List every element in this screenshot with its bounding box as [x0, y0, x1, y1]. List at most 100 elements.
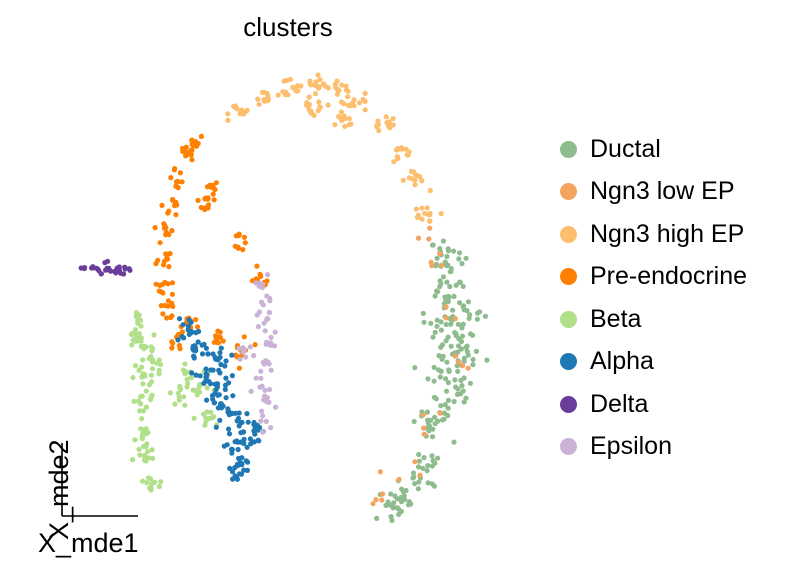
scatter-points — [78, 72, 490, 524]
point-beta — [136, 446, 142, 452]
point-pre-endocrine — [257, 272, 264, 278]
point-delta — [112, 269, 118, 275]
legend-item-epsilon: Epsilon — [560, 426, 747, 469]
point-alpha — [223, 375, 229, 381]
point-ductal — [434, 317, 440, 323]
point-beta — [146, 382, 152, 388]
point-alpha — [175, 337, 181, 343]
point-epsilon — [256, 309, 263, 315]
point-ductal — [438, 368, 444, 374]
point-alpha — [229, 373, 235, 379]
point-ductal — [451, 439, 457, 445]
point-pre-endocrine — [198, 133, 204, 139]
point-ngn3-high-ep — [406, 175, 412, 181]
point-ductal — [448, 266, 454, 272]
point-ngn3-high-ep — [234, 106, 240, 112]
point-alpha — [191, 355, 197, 361]
point-pre-endocrine — [183, 153, 189, 159]
point-beta — [202, 422, 208, 428]
point-delta — [90, 264, 96, 270]
point-beta — [131, 398, 137, 404]
point-beta — [196, 384, 202, 390]
point-ngn3-high-ep — [338, 109, 344, 115]
legend-label: Beta — [590, 304, 642, 333]
point-ngn3-high-ep — [400, 177, 406, 183]
point-epsilon — [253, 280, 259, 286]
point-ductal — [438, 281, 444, 287]
point-pre-endocrine — [164, 256, 171, 262]
point-ductal — [435, 455, 441, 461]
point-ductal — [463, 255, 469, 261]
point-alpha — [218, 361, 224, 368]
point-ductal — [424, 409, 430, 415]
point-pre-endocrine — [177, 170, 183, 176]
legend-swatch — [560, 183, 577, 201]
point-ngn3-high-ep — [394, 154, 400, 160]
point-alpha — [233, 410, 239, 416]
legend-item-delta: Delta — [560, 383, 747, 426]
point-ductal — [465, 352, 471, 358]
point-ductal — [455, 321, 461, 327]
point-ductal — [451, 293, 457, 299]
point-alpha — [217, 370, 223, 376]
point-pre-endocrine — [189, 157, 195, 163]
point-epsilon — [272, 329, 278, 335]
point-pre-endocrine — [165, 281, 171, 287]
point-alpha — [225, 406, 231, 412]
point-alpha — [204, 397, 210, 403]
point-alpha — [252, 431, 258, 437]
point-ductal — [438, 403, 444, 409]
point-ductal — [458, 338, 465, 345]
point-alpha — [212, 381, 218, 387]
point-ngn3-high-ep — [255, 96, 261, 102]
legend-swatch — [560, 395, 577, 413]
point-alpha — [245, 419, 251, 425]
point-ductal — [437, 374, 443, 380]
point-pre-endocrine — [158, 289, 164, 295]
point-pre-endocrine — [240, 247, 246, 253]
point-alpha — [222, 363, 228, 369]
point-pre-endocrine — [195, 197, 201, 203]
point-ductal — [415, 486, 421, 492]
point-ductal — [443, 376, 449, 382]
point-beta — [136, 367, 142, 373]
point-beta — [176, 394, 182, 400]
point-ductal — [444, 253, 450, 260]
point-ngn3-low-ep — [460, 362, 466, 369]
y-axis-label: X_mde2 — [44, 439, 74, 540]
point-beta — [141, 346, 147, 352]
point-ductal — [432, 460, 438, 466]
point-alpha — [211, 400, 218, 406]
point-ngn3-low-ep — [421, 425, 427, 431]
point-ngn3-low-ep — [396, 476, 402, 482]
point-ductal — [477, 309, 483, 315]
point-beta — [140, 478, 146, 484]
point-ngn3-high-ep — [376, 128, 382, 134]
point-alpha — [192, 348, 199, 354]
legend-swatch — [560, 310, 577, 328]
point-ductal — [438, 327, 444, 333]
point-epsilon — [258, 375, 264, 381]
point-ngn3-high-ep — [262, 98, 269, 104]
point-epsilon — [257, 280, 263, 286]
point-epsilon — [262, 328, 268, 334]
point-ngn3-high-ep — [311, 112, 317, 118]
point-epsilon — [258, 418, 264, 424]
point-epsilon — [268, 425, 274, 431]
point-ngn3-high-ep — [387, 125, 393, 131]
point-alpha — [238, 430, 244, 436]
point-ductal — [421, 319, 427, 325]
point-alpha — [193, 330, 199, 336]
point-pre-endocrine — [152, 225, 158, 231]
point-ductal — [460, 388, 466, 394]
point-ductal — [457, 300, 463, 306]
point-alpha — [235, 439, 241, 445]
point-ductal — [402, 496, 408, 503]
point-epsilon — [236, 345, 242, 351]
axis-arrows — [61, 443, 138, 517]
point-ductal — [467, 380, 473, 386]
point-ngn3-high-ep — [264, 90, 270, 96]
point-pre-endocrine — [242, 240, 248, 246]
point-ngn3-high-ep — [345, 94, 351, 100]
